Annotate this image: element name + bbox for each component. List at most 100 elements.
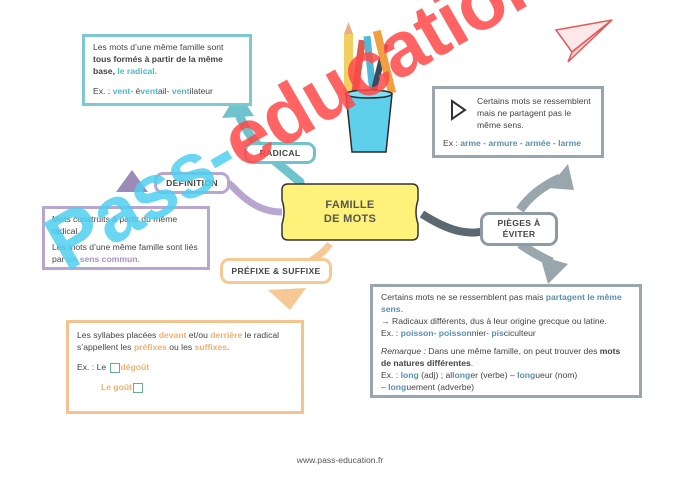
radical-example: Ex. : vent- éventail- ventilateur <box>93 85 241 97</box>
definition-arrowhead <box>116 170 148 192</box>
prefixe-example-2: Le goût <box>77 381 293 393</box>
pieges-label: PIÈGES À ÉVITER <box>480 212 558 246</box>
radical-ex-end: ilateur <box>189 86 213 96</box>
pieges-top-ex-4: larme <box>558 138 582 148</box>
pieges-arrowhead-down <box>540 256 568 284</box>
pieges-label-line2: ÉVITER <box>502 229 536 239</box>
definition-text-2: Les mots d’une même famille sont liés pa… <box>52 241 200 265</box>
pieges-bottom-ex1c: pis <box>491 328 504 338</box>
pieges-bottom-ex1a: poisson <box>400 328 434 338</box>
definition-text-2b: un sens commun <box>66 254 138 264</box>
pieges-bottom-ex1-prefix: Ex. : <box>381 328 401 338</box>
pieges-bottom-text-1: Certains mots ne se ressemblent pas mais… <box>381 291 631 315</box>
center-title-line2: DE MOTS <box>323 213 377 225</box>
radical-label: RADICAL <box>244 142 316 164</box>
center-title-line1: FAMILLE <box>325 199 375 211</box>
pieges-bottom-rem-label: Remarque : <box>381 346 426 356</box>
prefixe-text-2: devant <box>158 330 187 340</box>
radical-ex-sep1: - é <box>130 86 141 96</box>
pieges-bottom-example-1: Ex. : poisson- poissonnier- pisciculteur <box>381 327 631 339</box>
prefixe-arrowhead <box>268 288 306 310</box>
pencil-cup-illustration <box>344 22 397 153</box>
pieges-top-ex-sep3: - <box>550 138 559 148</box>
pieges-top-ex-2: armure <box>488 138 518 148</box>
pieges-bottom-ex2b: long <box>452 370 471 380</box>
paper-plane-illustration <box>554 19 613 63</box>
warning-icon <box>451 99 467 121</box>
pieges-bottom-ex1-end: ciculteur <box>503 328 536 338</box>
prefixe-ex2-word: Le goût <box>101 382 133 392</box>
prefixe-ex1-prefix: Ex. : Le <box>77 362 109 372</box>
definition-box: Mots construits à partir du même radical… <box>42 206 210 270</box>
definition-text-2a: Les mots d’une même famille sont liés pa… <box>52 242 198 264</box>
radical-ex-2: vent <box>140 86 158 96</box>
pieges-top-ex-prefix: Ex : <box>443 138 461 148</box>
prefixe-text: Les syllabes placées devant et/ou derriè… <box>77 329 293 353</box>
pieges-bottom-ex2c: long <box>517 370 536 380</box>
radical-ex-prefix: Ex. : <box>93 86 113 96</box>
pieges-bottom-ex2-t3: ueur (nom) <box>535 370 578 380</box>
pieges-bottom-example-3: – longuement (adverbe) <box>381 381 631 393</box>
pieges-bottom-ex1b: poisson <box>438 328 472 338</box>
radical-ex-1: vent <box>112 86 131 96</box>
prefixe-example-1: Ex. : Le dégoût <box>77 361 293 373</box>
prefixe-box: Les syllabes placées devant et/ou derriè… <box>66 320 304 414</box>
radical-ex-3: vent <box>171 86 190 96</box>
pieges-bottom-rem-t3: . <box>470 358 474 368</box>
radical-text: Les mots d’une même famille sont tous fo… <box>93 41 241 77</box>
prefixe-text-5: le radical s’appellent les <box>77 330 280 352</box>
pieges-bottom-remark: Remarque : Dans une même famille, on peu… <box>381 345 631 369</box>
pieges-top-ex-1: arme <box>460 138 481 148</box>
pieges-bottom-ex1-sep1: - <box>433 328 439 338</box>
pieges-label-line1: PIÈGES À <box>497 218 541 228</box>
pieges-bottom-rem-t1: Dans une même famille, on peut trouver d… <box>425 346 600 356</box>
radical-box: Les mots d’une même famille sont tous fo… <box>82 34 252 106</box>
pieges-bottom-t2: partagent le même sens <box>381 292 622 314</box>
box-icon <box>109 362 120 373</box>
box-icon <box>133 382 144 393</box>
pieges-bottom-ex2-t2: er (verbe) – <box>470 370 518 380</box>
definition-text-1: Mots construits à partir du même radical… <box>52 214 178 236</box>
prefixe-text-3: et/ou <box>186 330 211 340</box>
pieges-bottom-ex2d: long <box>388 382 407 392</box>
center-node <box>281 183 419 241</box>
pieges-bottom-rem-t2: mots de natures différentes <box>381 346 621 368</box>
definition-label: DÉFINITION <box>154 172 230 194</box>
pieges-bottom-example-2: Ex. : long (adj) ; allonger (verbe) – lo… <box>381 369 631 381</box>
prefixe-text-9: . <box>227 342 230 352</box>
pieges-bottom-t3: . <box>400 304 403 314</box>
prefixe-text-7: ou les <box>166 342 195 352</box>
prefixe-ex1-word: dégoût <box>120 362 150 372</box>
pieges-bottom-box: Certains mots ne se ressemblent pas mais… <box>370 284 642 398</box>
pieges-bottom-ex2a: long <box>400 370 419 380</box>
prefixe-text-8: suffixes <box>194 342 228 352</box>
pieges-top-text: Certains mots se ressemblent mais ne par… <box>477 96 591 130</box>
pieges-bottom-ex2-t4: – <box>381 382 389 392</box>
radical-ex-sep2: ail- <box>157 86 172 96</box>
prefixe-label: PRÉFIXE & SUFFIXE <box>220 258 332 284</box>
prefixe-text-1: Les syllabes placées <box>77 330 159 340</box>
pieges-bottom-ex2-t5: uement (adverbe) <box>406 382 475 392</box>
center-title: FAMILLE DE MOTS <box>278 198 422 226</box>
radical-text-4: le radical. <box>117 66 158 76</box>
pieges-top-ex-3: armée <box>525 138 551 148</box>
footer-url: www.pass-education.fr <box>296 455 384 465</box>
definition-text-2c: . <box>137 254 140 264</box>
pieges-top-ex-sep1: - <box>480 138 489 148</box>
pieges-arrowhead-up <box>548 164 574 190</box>
pieges-top-example: Ex : arme - armure - armée - larme <box>443 137 593 149</box>
pieges-bottom-text-2: → Radicaux différents, dus à leur origin… <box>381 316 607 326</box>
pieges-bottom-ex2-t1: (adj) ; al <box>418 370 453 380</box>
radical-text-1: Les mots d’une même famille sont <box>93 42 224 52</box>
pieges-top-box: Certains mots se ressemblent mais ne par… <box>432 86 604 158</box>
prefixe-text-6: préfixes <box>133 342 167 352</box>
prefixe-text-4: derrière <box>210 330 243 340</box>
pieges-bottom-ex2-prefix: Ex. : <box>381 370 401 380</box>
pieges-bottom-t1: Certains mots ne se ressemblent pas mais <box>381 292 546 302</box>
pieges-bottom-ex1-sep2: nier- <box>471 328 492 338</box>
pieges-connector-main <box>419 210 490 237</box>
pieges-top-ex-sep2: - <box>517 138 526 148</box>
radical-text-2: tous formés à partir de la même base, <box>93 54 223 76</box>
